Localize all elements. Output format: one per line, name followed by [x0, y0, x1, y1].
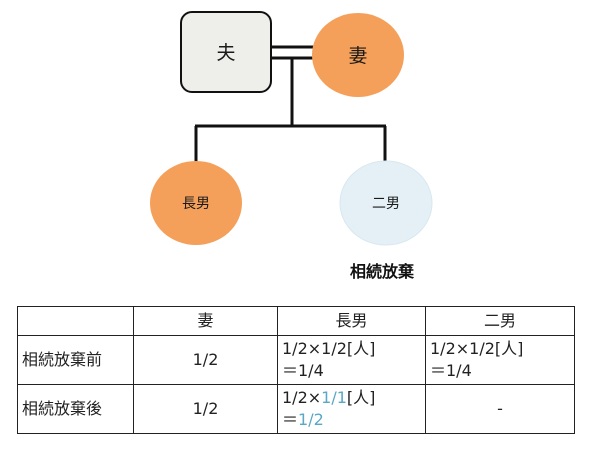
header-eldest-son: 長男	[277, 306, 426, 336]
husband-box	[180, 11, 272, 93]
header-second-son: 二男	[425, 306, 575, 336]
eldest-son-after-post: [人]	[346, 388, 376, 407]
row-label-after: 相続放棄後	[17, 384, 134, 434]
table-row: 相続放棄前 1/2 1/2×1/2[人] ＝1/4 1/2×1/2[人] ＝1/…	[17, 335, 575, 385]
table-header-row: 妻 長男 二男	[17, 306, 575, 336]
eldest-son-before-line2: ＝1/4	[282, 361, 324, 380]
cell-second-son-before: 1/2×1/2[人] ＝1/4	[425, 335, 575, 385]
cell-wife-before: 1/2	[133, 335, 278, 385]
husband-label: 夫	[216, 42, 235, 64]
renunciation-note: 相続放棄	[350, 262, 415, 281]
wife-label: 妻	[348, 45, 367, 67]
wife-circle	[312, 13, 404, 97]
row-label-before: 相続放棄前	[17, 335, 134, 385]
eldest-son-after-eq: ＝	[282, 410, 299, 429]
cell-wife-after: 1/2	[133, 384, 278, 434]
inheritance-share-table: 妻 長男 二男 相続放棄前 1/2 1/2×1/2[人] ＝1/4 1/2×1/…	[17, 306, 575, 434]
cell-eldest-son-before: 1/2×1/2[人] ＝1/4	[277, 335, 426, 385]
cell-second-son-after: -	[425, 384, 575, 434]
header-wife: 妻	[133, 306, 278, 336]
cell-eldest-son-after: 1/2×1/1[人] ＝1/2	[277, 384, 426, 434]
header-empty	[17, 306, 134, 336]
eldest-son-after-highlight: 1/1	[321, 388, 347, 407]
eldest-son-label: 長男	[182, 196, 210, 212]
family-diagram: 夫 妻 長男 二男	[150, 11, 433, 246]
second-son-before-line1: 1/2×1/2[人]	[430, 339, 524, 358]
eldest-son-after-pre: 1/2×	[282, 388, 322, 407]
second-son-circle	[339, 160, 433, 246]
second-son-before-line2: ＝1/4	[430, 361, 472, 380]
eldest-son-circle	[150, 161, 242, 245]
eldest-son-after-result: 1/2	[298, 410, 324, 429]
table-row: 相続放棄後 1/2 1/2×1/1[人] ＝1/2 -	[17, 384, 575, 434]
second-son-label: 二男	[372, 196, 400, 212]
eldest-son-before-line1: 1/2×1/2[人]	[282, 339, 376, 358]
